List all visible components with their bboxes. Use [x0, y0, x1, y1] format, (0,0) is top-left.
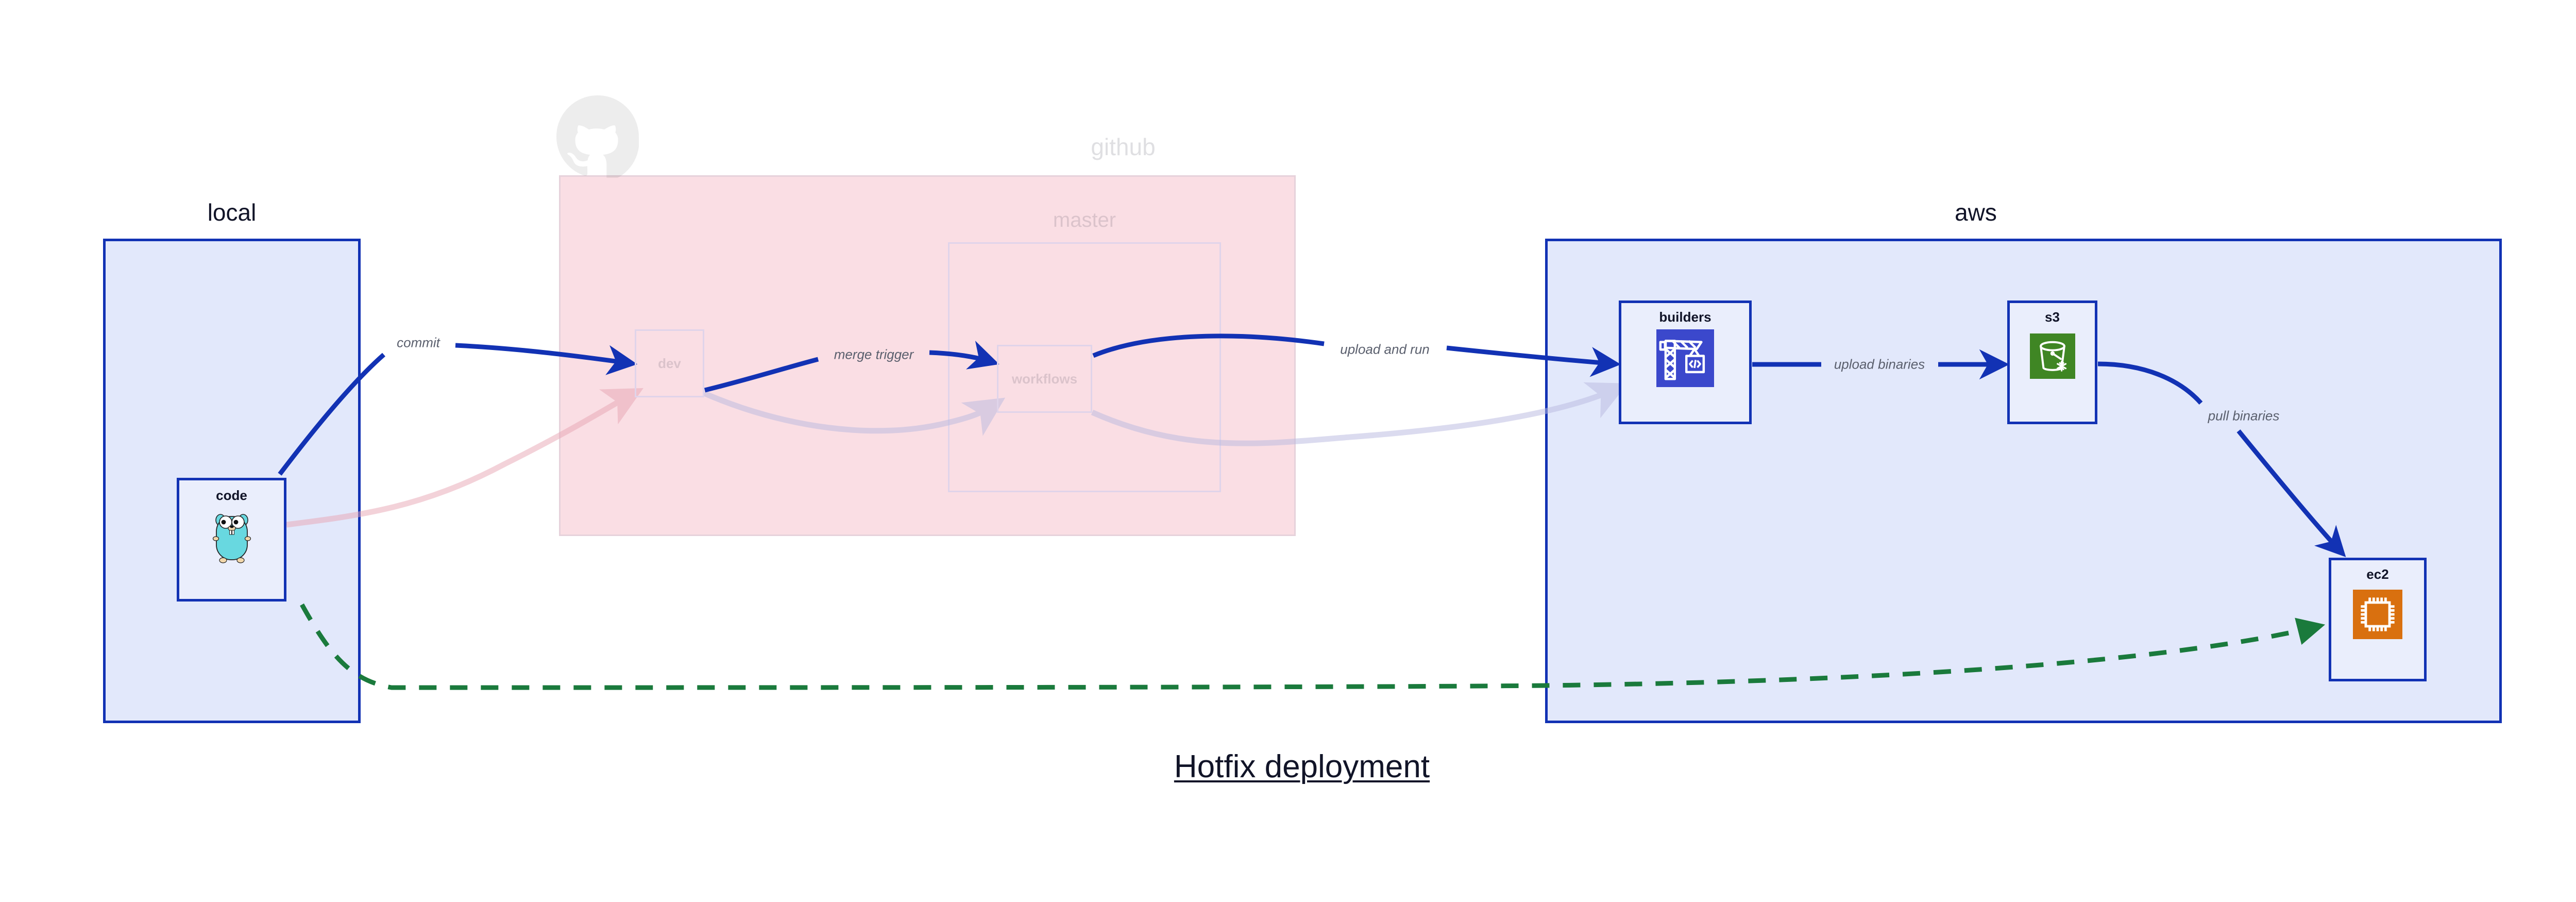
codebuild-icon	[1656, 329, 1714, 387]
edge-upload-and-run-seg1	[1092, 333, 1325, 358]
region-aws-label: aws	[1955, 199, 1997, 226]
node-code-label: code	[216, 488, 247, 503]
faded-edge-workflows-builders	[1091, 382, 1628, 446]
node-workflows-label: workflows	[1011, 371, 1078, 387]
node-s3[interactable]: s3	[2007, 300, 2097, 424]
node-s3-label: s3	[2045, 309, 2060, 325]
node-dev[interactable]: dev	[635, 329, 704, 397]
edge-commit-seg2	[455, 343, 638, 375]
edge-merge-trigger-seg2	[929, 340, 999, 370]
faded-edge-dev-workflows	[703, 390, 1006, 436]
faded-edge-code-dev	[286, 388, 643, 528]
edge-label-commit: commit	[397, 335, 440, 350]
ec2-chip-icon	[2353, 590, 2402, 639]
node-workflows[interactable]: workflows	[997, 345, 1092, 413]
edge-label-upload-binaries: upload binaries	[1834, 356, 1925, 372]
node-builders-label: builders	[1659, 309, 1711, 325]
edge-pull-binaries-seg2	[2236, 429, 2346, 557]
edge-commit-seg1	[278, 353, 385, 476]
s3-glacier-icon	[2029, 333, 2075, 379]
region-master-label: master	[1053, 209, 1116, 231]
edge-pull-binaries-seg1	[2097, 361, 2203, 405]
edge-merge-trigger-seg1	[704, 357, 819, 393]
github-logo-icon	[556, 95, 639, 181]
node-ec2[interactable]: ec2	[2329, 558, 2427, 681]
edge-upload-and-run-seg2	[1446, 345, 1621, 377]
region-github	[559, 175, 1296, 536]
edge-label-upload-and-run: upload and run	[1340, 341, 1430, 357]
node-code[interactable]: code	[177, 478, 286, 602]
node-ec2-label: ec2	[2366, 566, 2389, 582]
node-dev-label: dev	[658, 355, 681, 371]
edge-label-pull-binaries: pull binaries	[2208, 408, 2280, 424]
edge-hotfix-direct	[300, 603, 2326, 690]
edge-label-merge-trigger: merge trigger	[834, 346, 914, 362]
region-github-label: github	[1091, 133, 1156, 160]
region-local-label: local	[207, 199, 257, 226]
node-builders[interactable]: builders	[1619, 300, 1752, 424]
region-master	[948, 242, 1221, 492]
figure-title: Hotfix deployment	[1174, 749, 1430, 784]
go-gopher-icon	[210, 510, 254, 565]
